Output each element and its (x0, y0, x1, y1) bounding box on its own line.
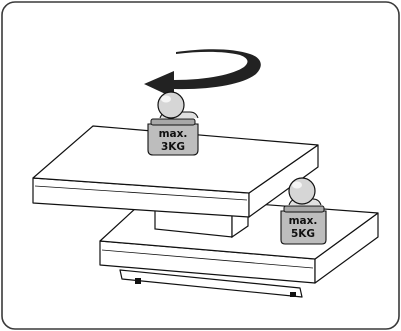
upper-tabletop (32, 125, 319, 218)
weight-3kg-line2: 3KG (161, 141, 185, 153)
rotate-arrow-icon (144, 49, 261, 98)
ball-weight-icon (288, 177, 316, 205)
weight-5kg: max. 5KG (280, 177, 327, 245)
weight-5kg-line2: 5KG (291, 228, 315, 240)
weight-3kg: max. 3KG (147, 91, 199, 156)
ball-weight-icon (157, 91, 185, 119)
weight-5kg-line1: max. (289, 215, 318, 227)
weight-3kg-line1: max. (159, 128, 188, 140)
